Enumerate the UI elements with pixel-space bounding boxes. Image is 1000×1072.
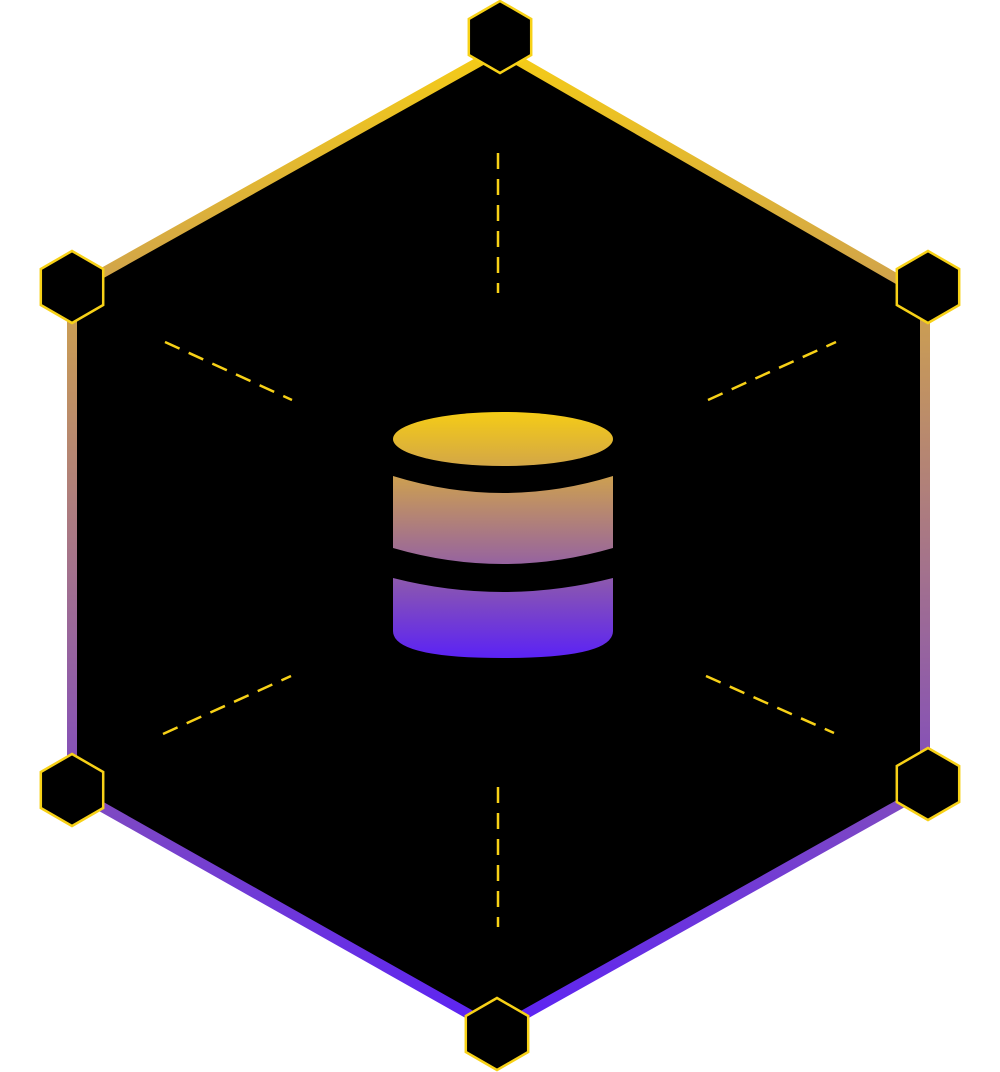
dashed-line — [705, 674, 835, 735]
dashed-line — [707, 340, 837, 402]
dashed-connectors — [162, 153, 837, 927]
dashed-line — [164, 340, 293, 402]
hexagon-icon — [464, 996, 530, 1072]
hexagon-icon — [895, 249, 961, 325]
hexagon-icon — [39, 249, 105, 325]
hexagon-icon — [39, 752, 105, 828]
database-bottom-band — [393, 578, 613, 658]
database-top-disk — [393, 412, 613, 466]
hexagon-icon — [895, 746, 961, 822]
database-icon — [393, 412, 613, 658]
vertex-nodes — [39, 0, 961, 1072]
dashed-line — [162, 674, 292, 736]
hexagon-icon — [467, 0, 533, 75]
database-middle-band — [393, 476, 613, 564]
